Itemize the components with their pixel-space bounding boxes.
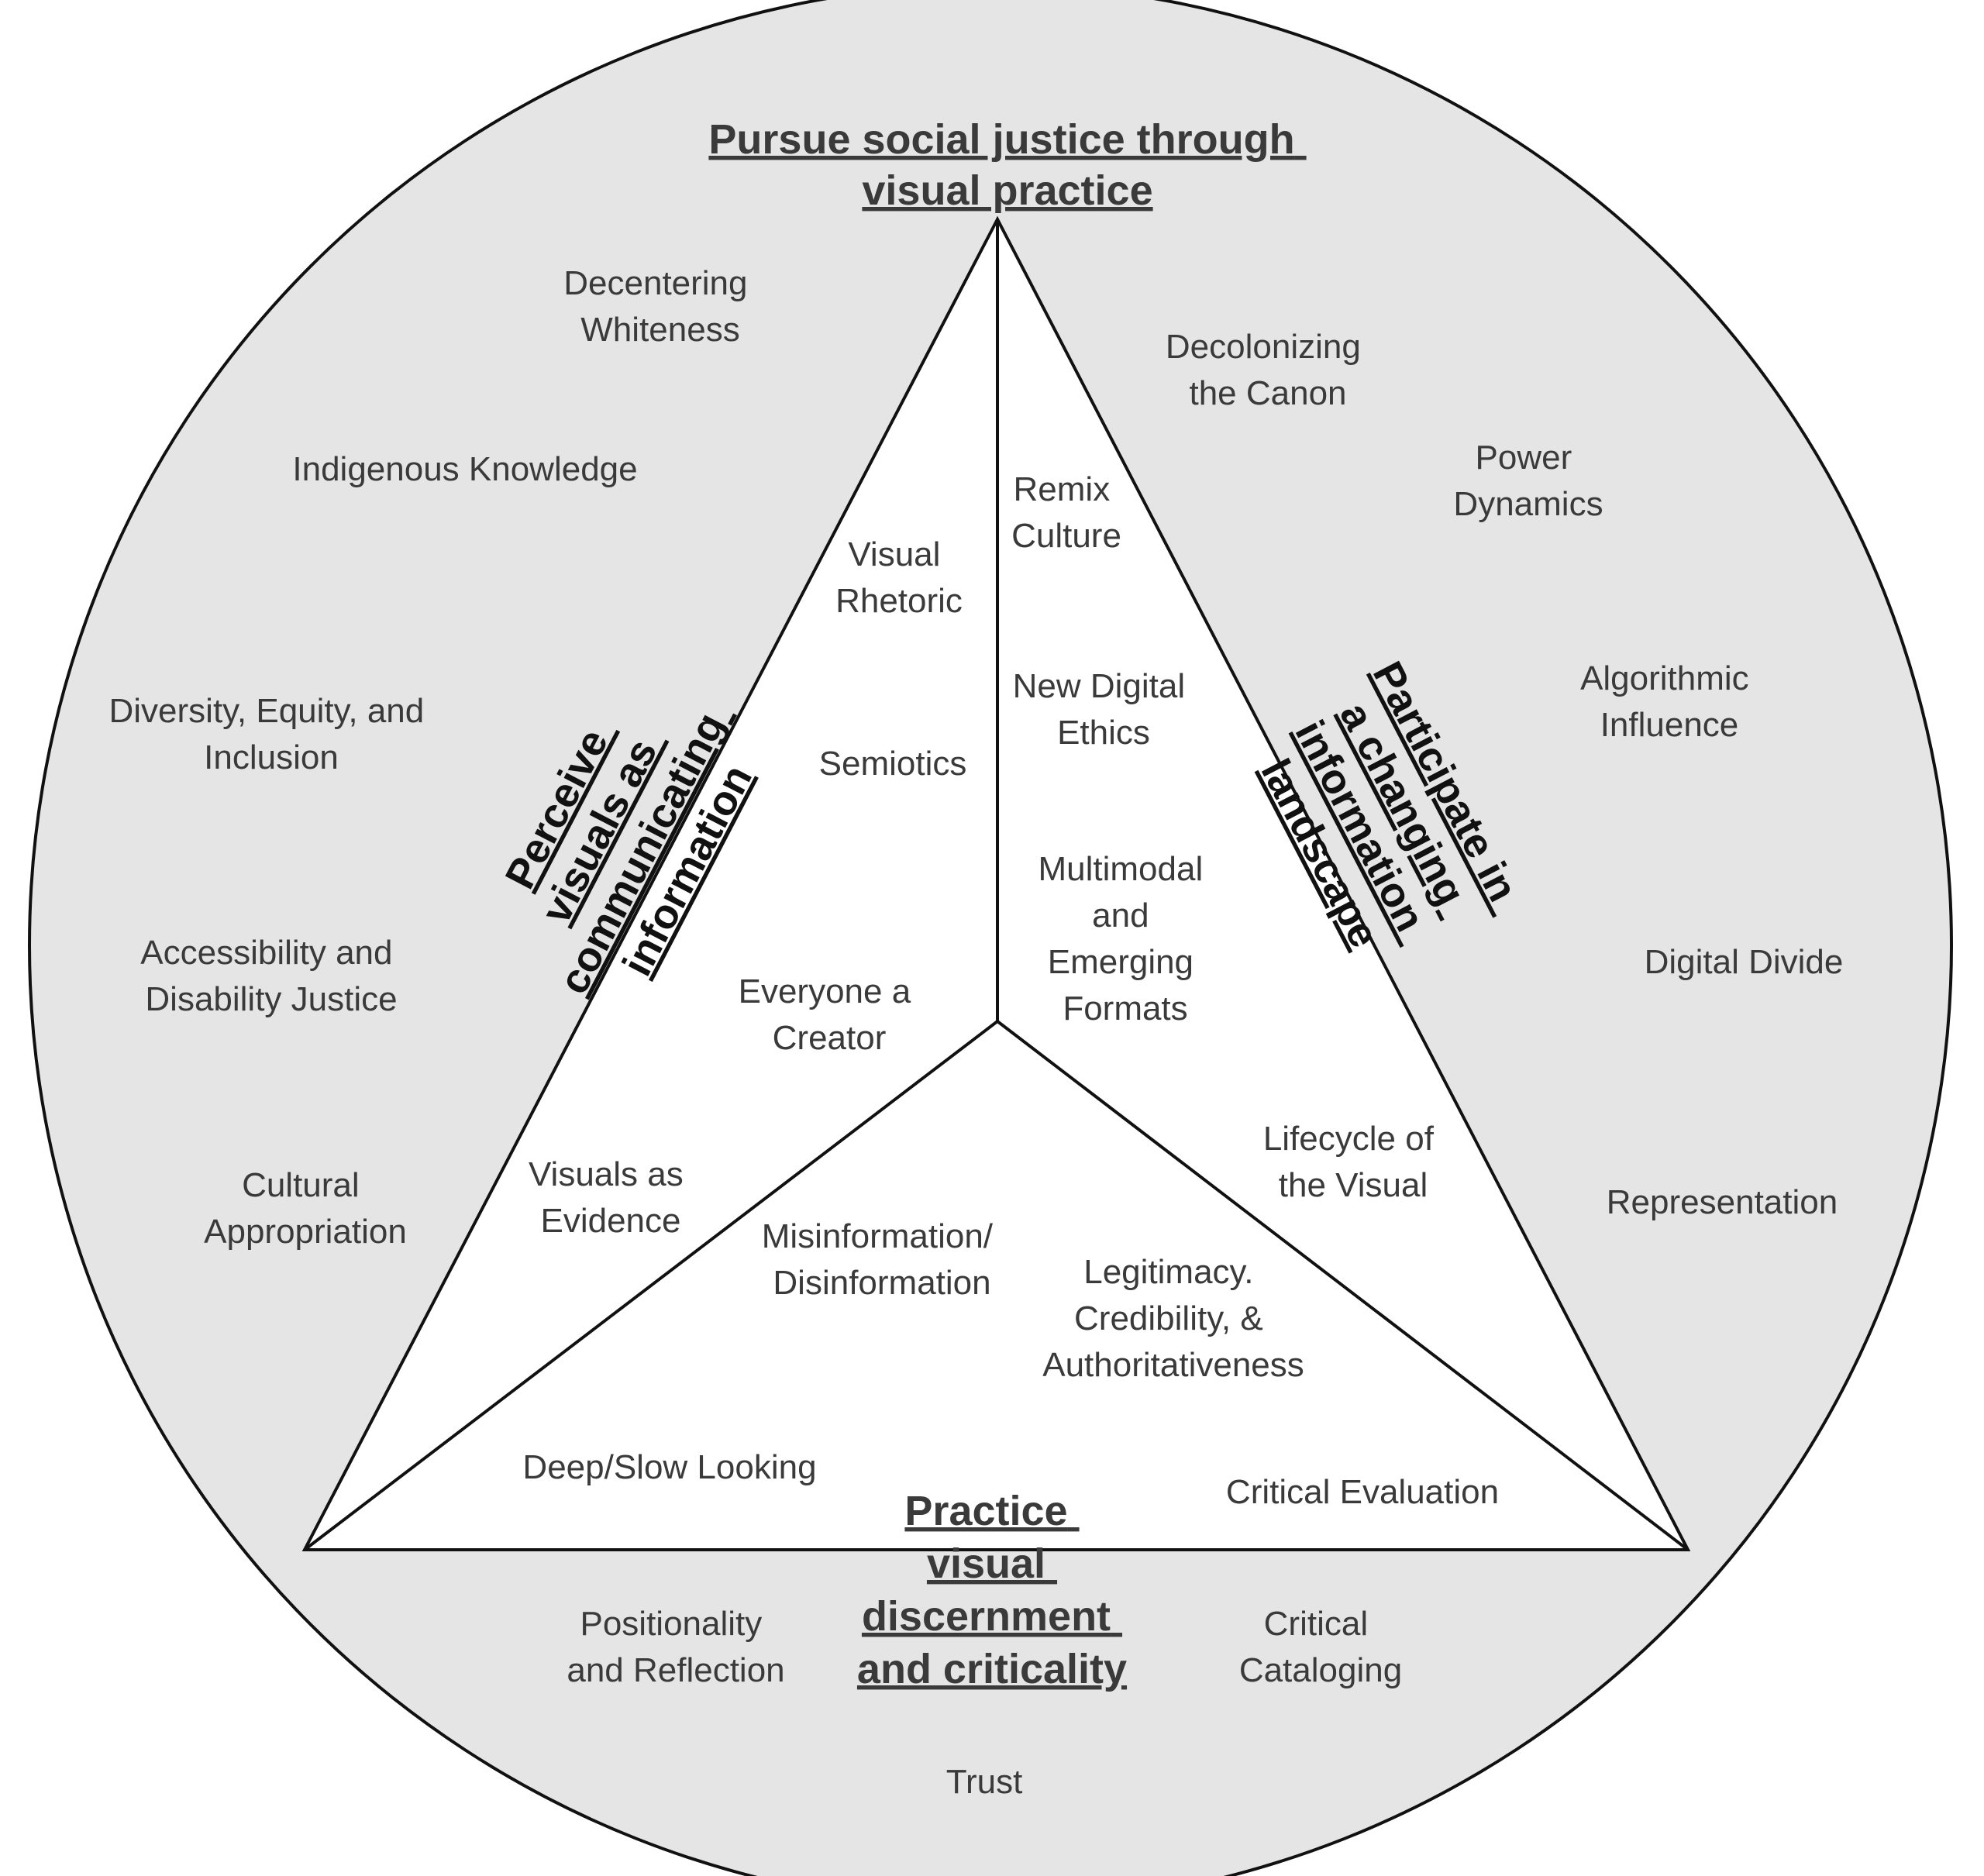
- term-indigenous-knowledge: Indigenous Knowledge: [292, 450, 637, 488]
- term-critical-evaluation: Critical Evaluation: [1226, 1473, 1499, 1511]
- term-algorithmic-influence: Algorithmic Influence: [1580, 659, 1758, 744]
- term-critical-cataloging: Critical Cataloging: [1239, 1605, 1402, 1689]
- heading-practice-line2: visual: [927, 1540, 1045, 1587]
- term-misinformation: Misinformation/ Disinformation: [762, 1217, 1003, 1302]
- heading-social-justice: Pursue social justice through visual pra…: [708, 116, 1306, 214]
- term-trust: Trust: [946, 1763, 1023, 1801]
- heading-practice-line4: and criticality: [857, 1646, 1127, 1692]
- term-remix-culture: Remix Culture: [1011, 470, 1121, 555]
- term-power-dynamics: Power Dynamics: [1453, 439, 1603, 523]
- heading-social-justice-line2: visual practice: [862, 167, 1152, 214]
- heading-practice-line3: discernment: [862, 1593, 1111, 1640]
- term-everyone-creator: Everyone a Creator: [739, 972, 921, 1057]
- term-semiotics: Semiotics: [819, 745, 967, 783]
- term-diversity-equity-inclusion: Diversity, Equity, and Inclusion: [109, 692, 434, 776]
- term-decentering-whiteness: Decentering Whiteness: [563, 264, 757, 349]
- term-accessibility-disability-justice: Accessibility and Disability Justice: [140, 934, 402, 1018]
- term-representation: Representation: [1607, 1183, 1838, 1221]
- term-positionality-reflection: Positionality and Reflection: [567, 1605, 784, 1689]
- term-decolonizing-canon: Decolonizing the Canon: [1166, 328, 1370, 412]
- term-cultural-appropriation: Cultural Appropriation: [204, 1166, 407, 1251]
- term-new-digital-ethics: New Digital Ethics: [1013, 667, 1195, 752]
- term-multimodal-formats: Multimodal and Emerging Formats: [1038, 850, 1213, 1027]
- divider-to-bottom-left: [303, 1020, 999, 1551]
- term-digital-divide: Digital Divide: [1645, 943, 1844, 981]
- heading-social-justice-line1: Pursue social justice through: [708, 116, 1294, 163]
- heading-practice-discernment: Practice visual discernment and critical…: [857, 1488, 1127, 1692]
- term-legitimacy: Legitimacy. Credibility, & Authoritative…: [1042, 1253, 1304, 1384]
- term-visual-rhetoric: Visual Rhetoric: [835, 535, 963, 620]
- term-deep-slow-looking: Deep/Slow Looking: [522, 1448, 816, 1486]
- term-lifecycle-visual: Lifecycle of the Visual: [1263, 1120, 1443, 1204]
- heading-practice-line1: Practice: [904, 1488, 1067, 1534]
- term-visuals-evidence: Visuals as Evidence: [529, 1155, 693, 1240]
- divider-to-bottom-right: [996, 1020, 1690, 1551]
